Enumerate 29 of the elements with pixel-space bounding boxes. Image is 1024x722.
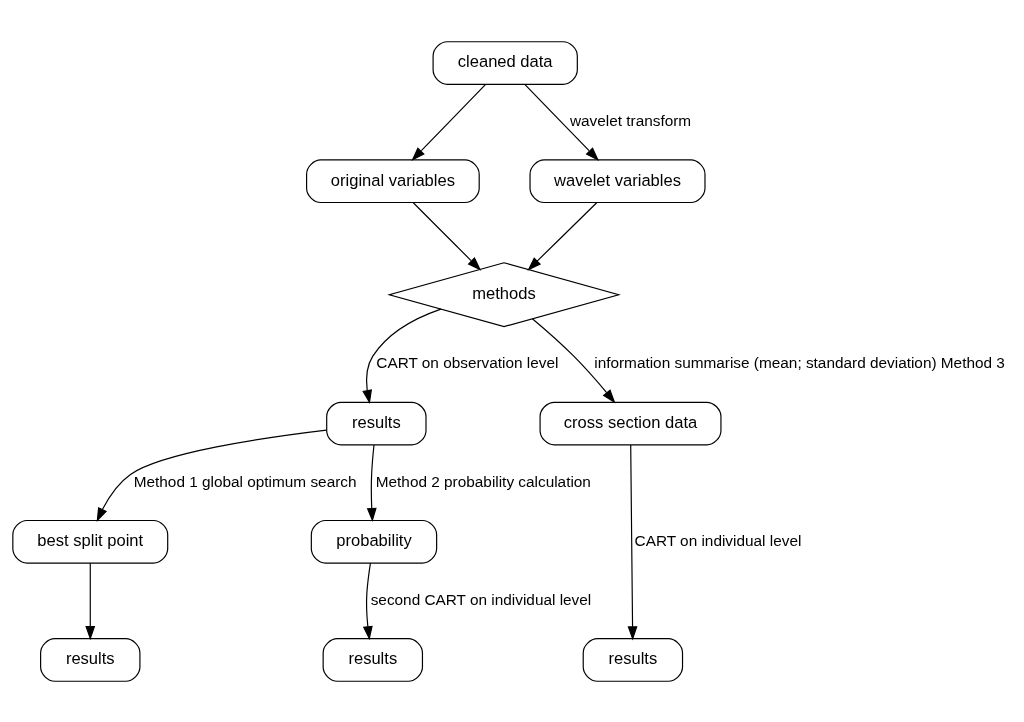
arrow bbox=[366, 443, 377, 522]
arrow bbox=[411, 83, 487, 161]
arrow bbox=[362, 562, 373, 640]
arrow bbox=[627, 444, 638, 640]
edge-label: second CART on individual level bbox=[370, 590, 592, 608]
node-box: cross section data bbox=[539, 401, 722, 445]
edge-label: CART on observation level bbox=[376, 353, 559, 371]
edge-label: wavelet transform bbox=[569, 111, 692, 129]
node-box: original variables bbox=[306, 158, 480, 203]
node-diamond: methods bbox=[387, 261, 621, 327]
arrow bbox=[524, 83, 600, 161]
arrow bbox=[362, 308, 442, 404]
node-box: results bbox=[40, 637, 141, 682]
edge-label: Method 2 probability calculation bbox=[375, 472, 591, 490]
arrow bbox=[531, 317, 616, 403]
node-box: best split point bbox=[12, 519, 169, 564]
node-box: probability bbox=[310, 519, 438, 564]
edge-label: Method 1 global optimum search bbox=[133, 472, 357, 490]
node-box: cleaned data bbox=[432, 40, 578, 85]
edge-label: information summarise (mean; standard deviation) Method 3 bbox=[594, 353, 1005, 371]
arrow bbox=[85, 562, 96, 640]
arrow bbox=[527, 201, 598, 271]
node-box: results bbox=[582, 637, 684, 682]
node-box: results bbox=[326, 401, 427, 445]
edge-label: CART on individual level bbox=[634, 531, 802, 549]
arrow bbox=[96, 428, 327, 522]
arrow bbox=[412, 201, 482, 271]
node-box: results bbox=[322, 637, 424, 682]
node-box: wavelet variables bbox=[529, 158, 706, 203]
